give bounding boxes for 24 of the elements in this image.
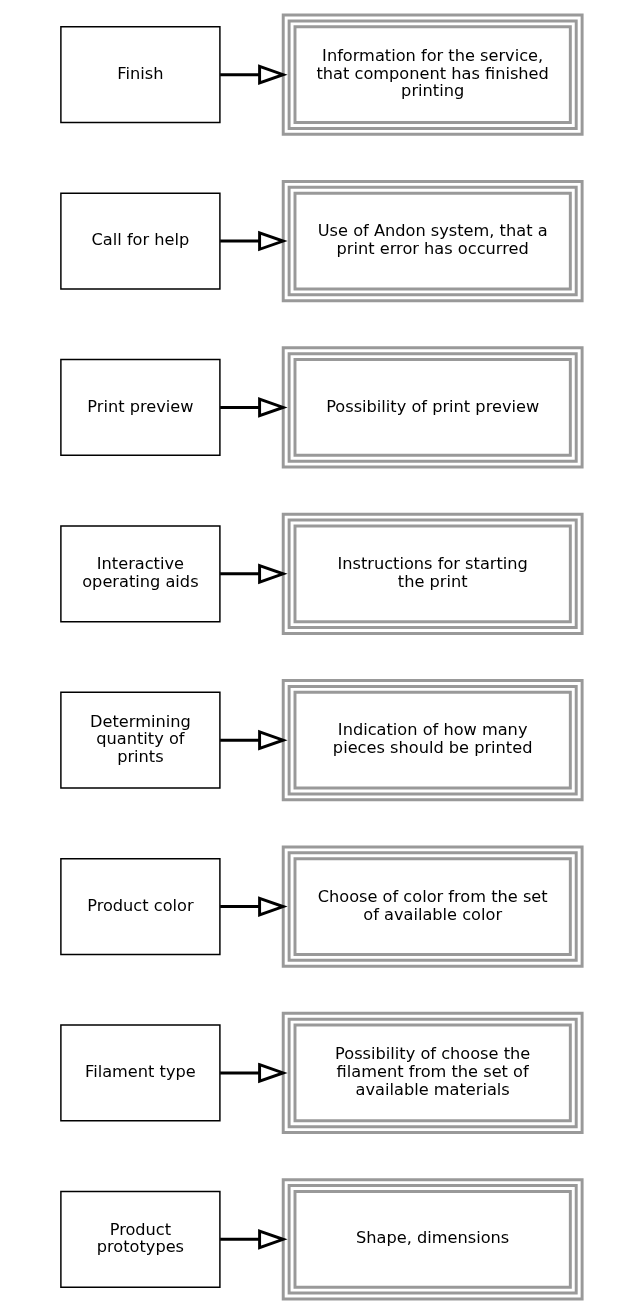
arrow bbox=[220, 64, 288, 85]
node-box: Product color bbox=[60, 858, 221, 956]
node-box: Indication of how many pieces should be printed bbox=[281, 679, 584, 802]
node-box: Information for the service, that component has finished printing bbox=[281, 13, 584, 136]
node-box: Filament type bbox=[60, 1024, 221, 1122]
arrow bbox=[220, 1229, 288, 1250]
node-box: Shape, dimensions bbox=[281, 1178, 584, 1301]
node-box: Interactive operating aids bbox=[60, 525, 221, 623]
node-box: Possibility of print preview bbox=[281, 346, 584, 469]
arrow bbox=[220, 397, 288, 418]
node-box: Instructions for starting the print bbox=[281, 512, 584, 635]
node-box: Choose of color from the set of available color bbox=[281, 845, 584, 968]
node-box: Use of Andon system, that a print error has occurred bbox=[281, 179, 584, 303]
node-box: Determining quantity of prints bbox=[60, 691, 221, 789]
arrow bbox=[220, 896, 288, 917]
arrow bbox=[220, 1062, 288, 1084]
node-box: Print preview bbox=[60, 358, 221, 456]
arrow bbox=[220, 563, 288, 585]
arrow bbox=[220, 729, 288, 751]
node-box: Finish bbox=[60, 26, 221, 124]
node-box: Call for help bbox=[60, 192, 221, 290]
arrow bbox=[220, 230, 288, 252]
node-box: Possibility of choose the filament from the set of available materials bbox=[281, 1011, 584, 1135]
node-box: Product prototypes bbox=[60, 1190, 221, 1288]
